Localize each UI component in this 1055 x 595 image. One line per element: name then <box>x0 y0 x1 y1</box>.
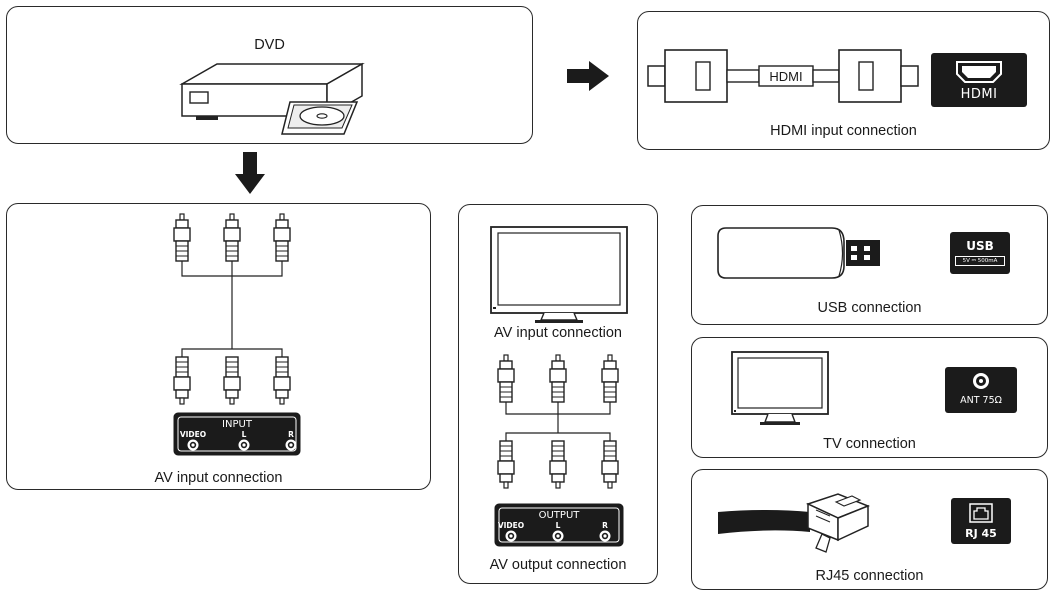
hdmi-cable-label: HDMI <box>769 69 802 84</box>
hdmi-port-icon <box>956 61 1002 83</box>
hdmi-port-label: HDMI <box>960 87 998 102</box>
av-output-jack-panel: OUTPUT VIDEO L R <box>494 503 624 547</box>
av-input-video-label: VIDEO <box>180 430 206 439</box>
av-input-l-label: L <box>242 430 247 439</box>
rj45-port: RJ 45 <box>951 498 1011 544</box>
av-input-r-label: R <box>288 430 294 439</box>
av-output-cable-icon <box>497 354 619 489</box>
usb-port-sub: 5V ⎓ 500mA <box>955 256 1005 266</box>
av-output-panel-title: OUTPUT <box>539 510 581 521</box>
antenna-port: ANT 75Ω <box>945 367 1017 413</box>
tv-caption: TV connection <box>823 436 916 452</box>
antenna-port-label: ANT 75Ω <box>960 395 1002 406</box>
av-output-panel: AV input connection OUTPUT VIDEO L R AV … <box>458 204 658 584</box>
av-output-tv-caption: AV input connection <box>494 325 622 341</box>
hdmi-cable-icon: HDMI <box>647 49 919 103</box>
tv-panel: ANT 75Ω TV connection <box>691 337 1048 458</box>
av-output-r-label: R <box>602 521 608 530</box>
rj45-port-label: RJ 45 <box>965 527 997 540</box>
usb-port: USB 5V ⎓ 500mA <box>950 232 1010 274</box>
usb-panel: USB 5V ⎓ 500mA USB connection <box>691 205 1048 325</box>
av-output-l-jack <box>552 530 564 542</box>
av-input-l-jack <box>238 439 250 451</box>
dvd-title: DVD <box>254 37 285 53</box>
rj45-panel: RJ 45 RJ45 connection <box>691 469 1048 590</box>
usb-port-label: USB <box>966 239 994 253</box>
av-input-r-jack <box>285 439 297 451</box>
usb-drive-icon <box>717 227 880 279</box>
antenna-jack-icon <box>973 373 989 389</box>
av-input-video-jack <box>187 439 199 451</box>
av-input-cable-icon <box>173 213 291 405</box>
arrow-down-icon <box>235 152 265 194</box>
av-output-video-jack <box>505 530 517 542</box>
hdmi-port: HDMI <box>931 53 1027 107</box>
dvd-panel: DVD <box>6 6 533 144</box>
av-input-caption: AV input connection <box>154 470 283 486</box>
av-output-caption: AV output connection <box>489 557 627 573</box>
tv-monitor-icon <box>490 226 628 323</box>
rj45-cable-icon <box>718 493 871 553</box>
rj45-caption: RJ45 connection <box>815 568 924 584</box>
hdmi-caption: HDMI input connection <box>770 123 917 139</box>
dvd-player-icon <box>179 62 365 135</box>
rj45-port-icon <box>969 503 993 523</box>
av-output-video-label: VIDEO <box>498 521 524 530</box>
hdmi-panel: HDMI HDMI HDMI input connection <box>637 11 1050 150</box>
av-input-panel: INPUT VIDEO L R AV input connection <box>6 203 431 490</box>
av-output-l-label: L <box>556 521 561 530</box>
av-output-r-jack <box>599 530 611 542</box>
tv-icon <box>731 351 829 425</box>
av-input-jack-panel: INPUT VIDEO L R <box>173 412 301 456</box>
av-input-panel-title: INPUT <box>222 419 253 430</box>
arrow-right-icon <box>567 61 609 91</box>
usb-caption: USB connection <box>817 300 922 316</box>
